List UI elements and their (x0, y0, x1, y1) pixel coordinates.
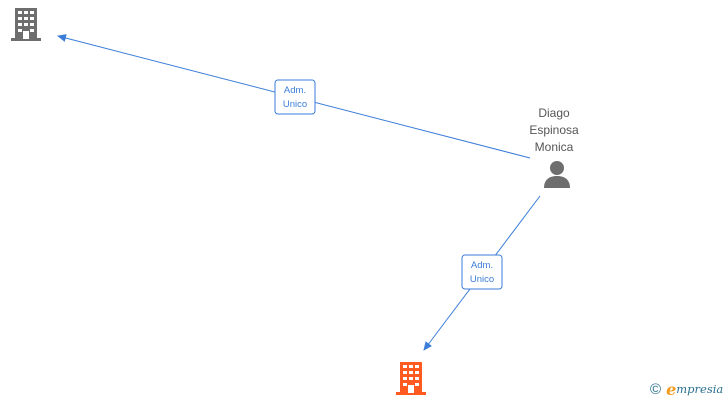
copyright-symbol: © (650, 380, 662, 398)
edge-label-line-1: Adm. (284, 85, 306, 96)
edge-label-line-2: Unico (283, 99, 307, 110)
edge-label-line-1: Adm. (471, 260, 493, 271)
logo-initial: e (666, 379, 677, 399)
edge-label[interactable]: Adm. Unico (274, 79, 316, 115)
empresia-logo: © e mpresia (650, 379, 724, 399)
building-icon[interactable] (11, 8, 41, 41)
person-name-line-1: Diago (538, 106, 570, 120)
person-name-line-3: Monica (534, 140, 574, 154)
building-icon[interactable] (396, 362, 426, 395)
edge-person-to-company-bottom: Adm. Unico (423, 195, 541, 351)
edge-label-line-2: Unico (470, 274, 494, 285)
person-name[interactable]: Diago Espinosa Monica (518, 105, 590, 156)
person-icon[interactable] (544, 161, 570, 188)
person-name-line-2: Espinosa (529, 123, 579, 137)
logo-rest: mpresia (676, 382, 724, 396)
edge-person-to-company-top: Adm. Unico (57, 34, 531, 159)
edge-label[interactable]: Adm. Unico (461, 254, 503, 290)
